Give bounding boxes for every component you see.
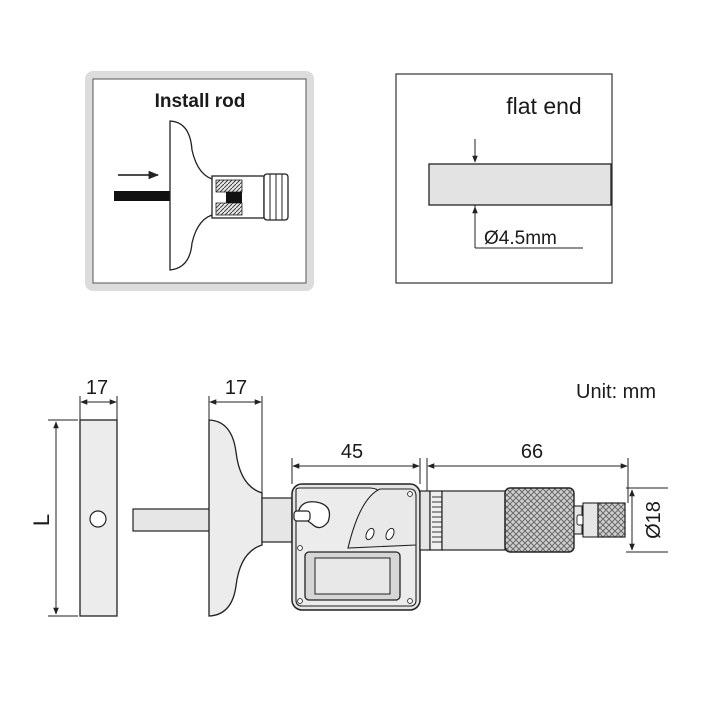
diameter-callout bbox=[472, 139, 583, 249]
base-front-view bbox=[208, 419, 263, 617]
dim-base-side-value: 17 bbox=[86, 377, 108, 399]
unit-label: Unit: mm bbox=[576, 381, 656, 403]
neck bbox=[261, 497, 293, 543]
flat-end-title: flat end bbox=[506, 93, 581, 119]
dim-length-value: L bbox=[29, 514, 54, 526]
sleeve-scale bbox=[429, 490, 443, 551]
lock-clip-icon bbox=[293, 501, 331, 529]
socket-section bbox=[211, 173, 289, 221]
ratchet-knurl bbox=[597, 502, 626, 538]
rod-bar bbox=[114, 191, 184, 201]
dim-sleeve-value: 66 bbox=[521, 441, 543, 463]
ratchet-stop bbox=[582, 502, 599, 538]
thimble bbox=[441, 490, 506, 551]
dim-length bbox=[48, 419, 78, 617]
install-rod-panel: Install rod bbox=[85, 71, 314, 291]
thimble-assembly bbox=[419, 487, 626, 553]
flat-end-diameter: Ø4.5mm bbox=[484, 228, 557, 249]
dim-head bbox=[291, 458, 421, 484]
button-icon bbox=[365, 527, 395, 541]
dim-gauge-base bbox=[208, 396, 263, 493]
knurled-grip bbox=[504, 487, 575, 553]
base-side-view bbox=[79, 419, 118, 617]
mounting-hole bbox=[89, 510, 107, 528]
install-rod-title: Install rod bbox=[155, 91, 246, 112]
dim-diameter bbox=[626, 487, 668, 553]
main-drawing: Unit: mm 17 L 17 bbox=[29, 377, 668, 617]
dim-gauge-base-value: 17 bbox=[225, 377, 247, 399]
dim-head-value: 45 bbox=[341, 441, 363, 463]
dim-diameter-value: Ø18 bbox=[643, 501, 665, 539]
dim-sleeve bbox=[426, 458, 629, 503]
rod-end bbox=[428, 163, 612, 206]
flat-end-panel: flat end Ø4.5mm bbox=[395, 73, 613, 284]
depth-rod bbox=[132, 508, 212, 532]
dim-base-side bbox=[79, 396, 118, 420]
digital-head bbox=[291, 483, 421, 611]
